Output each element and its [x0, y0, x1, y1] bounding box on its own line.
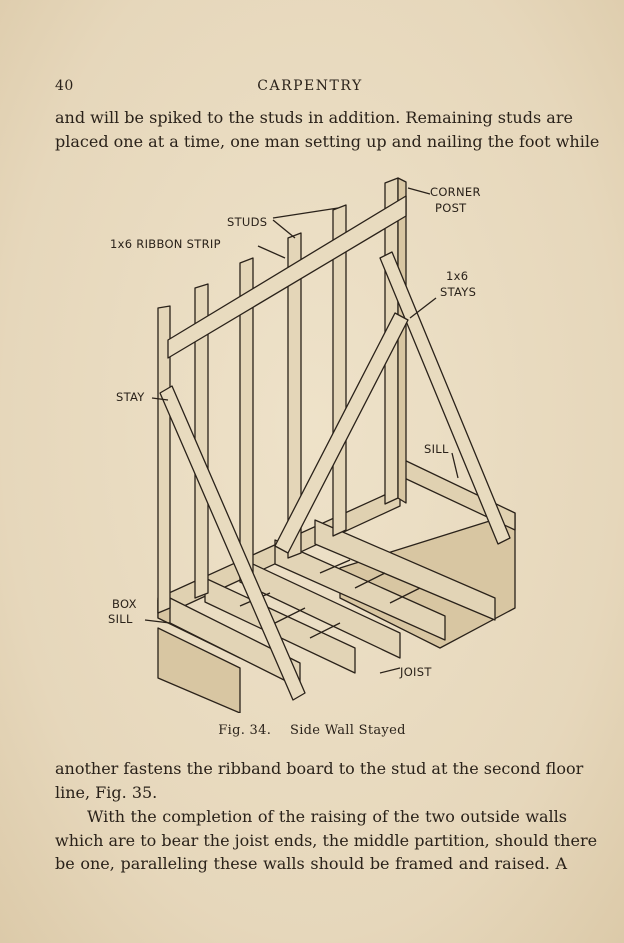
text-line: be one, paralleling these walls should b…: [55, 854, 567, 873]
leader-studs: [272, 207, 339, 219]
leader-ribbon: [257, 245, 286, 259]
label-ribbon-strip: 1x6 RIBBON STRIP: [110, 237, 221, 251]
running-head: CARPENTRY: [257, 78, 363, 94]
paragraph-bottom-2: With the completion of the raising of th…: [55, 805, 598, 876]
leader-stays: [409, 297, 437, 319]
label-joist: JOIST: [399, 665, 432, 679]
joist: [314, 519, 496, 621]
page-number: 40: [55, 78, 74, 94]
paragraph-bottom-1: another fastens the ribband board to the…: [55, 757, 584, 804]
label-corner: CORNER: [430, 185, 481, 199]
label-box-sill: SILL: [108, 612, 133, 626]
stay-right: [379, 251, 511, 545]
leader-sill: [451, 452, 459, 479]
label-box: BOX: [112, 597, 137, 611]
paragraph-top: and will be spiked to the studs in addit…: [55, 106, 600, 153]
leader-joist: [379, 667, 401, 674]
stay-center: [274, 312, 409, 554]
leader-stay: [151, 397, 169, 401]
text-line: another fastens the ribband board to the…: [55, 759, 584, 778]
text-line: and will be spiked to the studs in addit…: [55, 108, 573, 127]
stud: [157, 305, 171, 614]
label-stay: STAY: [116, 390, 145, 404]
page-header: 40 CARPENTRY: [55, 78, 565, 100]
caption-number: Fig. 34.: [218, 723, 272, 738]
label-post: POST: [435, 201, 467, 215]
label-studs: STUDS: [227, 215, 267, 229]
label-sill: SILL: [424, 442, 449, 456]
text-line: placed one at a time, one man setting up…: [55, 131, 600, 151]
text-line: which are to bear the joist ends, the mi…: [55, 830, 598, 850]
leader-box-sill: [144, 619, 171, 624]
joist: [274, 539, 446, 641]
figure-caption: Fig. 34. Side Wall Stayed: [0, 723, 624, 738]
label-1x6: 1x6: [446, 269, 468, 283]
stay-left: [159, 385, 306, 701]
text-line: line, Fig. 35.: [55, 782, 158, 802]
ribbon-strip: [167, 195, 407, 359]
label-stays: STAYS: [440, 285, 476, 299]
stud: [194, 283, 209, 599]
figure-side-wall-stayed: CORNER POST STUDS 1x6 RIBBON STRIP 1x6 S…: [90, 168, 540, 714]
stud: [287, 232, 302, 559]
framing-illustration: CORNER POST STUDS 1x6 RIBBON STRIP 1x6 S…: [108, 177, 516, 714]
leader-corner-post: [407, 187, 431, 195]
caption-text: Side Wall Stayed: [290, 723, 406, 738]
text-line: With the completion of the raising of th…: [87, 807, 567, 826]
